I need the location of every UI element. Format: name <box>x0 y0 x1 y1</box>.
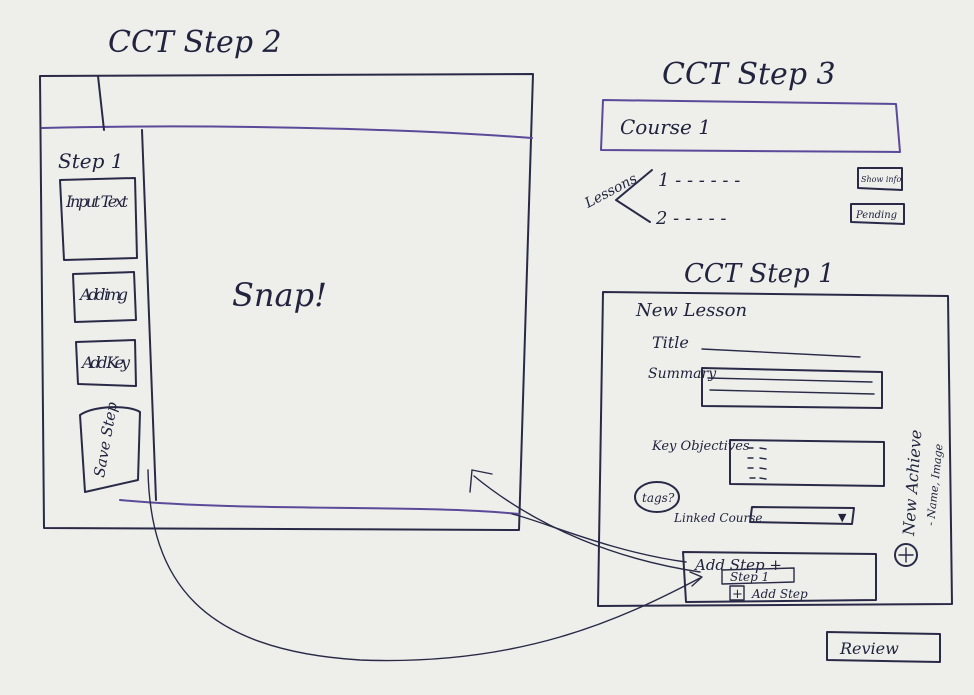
step2-window-frame <box>39 73 534 531</box>
step2-input-text-button[interactable] <box>59 177 138 261</box>
step1-objectives-bullets <box>747 447 767 480</box>
step1-step-item-box[interactable] <box>721 567 795 585</box>
connector-arrowhead-2 <box>469 469 493 493</box>
step3-course-box[interactable] <box>600 99 901 153</box>
step2-canvas-bottom <box>119 499 520 515</box>
step2-input-text-label-1: Input Text <box>65 192 129 211</box>
step3-show-label: Show info <box>861 175 902 184</box>
step1-title: CCT Step 1 <box>684 259 835 289</box>
step3-lessons-label: Lessons <box>581 171 639 212</box>
step1-linked-course-label: Linked Course <box>673 511 763 525</box>
step1-summary-lines <box>707 377 875 395</box>
step1-summary-label: Summary <box>648 366 717 382</box>
connector-arrowhead-1 <box>689 571 703 587</box>
step1-new-achieve-plus-icon <box>898 547 914 563</box>
step2-save-step-button[interactable] <box>79 406 141 493</box>
step3-pending-label: Pending <box>855 210 897 221</box>
step2-save-step-label: Save Step <box>90 400 121 478</box>
step2-title: CCT Step 2 <box>108 25 282 60</box>
step1-tags-circle[interactable] <box>634 481 680 513</box>
step1-add-step-button[interactable]: Add Step <box>751 587 808 601</box>
step2-toolbar-divider <box>41 125 533 139</box>
step1-title-input[interactable] <box>701 348 861 358</box>
step1-dropdown-arrow-icon: ▼ <box>838 511 847 524</box>
step3-title: CCT Step 3 <box>662 57 836 92</box>
step3-show-button[interactable] <box>857 167 903 191</box>
step1-review-button[interactable] <box>826 631 941 663</box>
step2-sidebar-divider <box>141 129 157 501</box>
step2-add-img-button[interactable] <box>72 271 137 323</box>
step1-new-achieve-plus-circle[interactable] <box>894 543 918 567</box>
step2-add-key-button[interactable] <box>75 339 137 387</box>
step2-canvas-label: Snap! <box>232 276 327 314</box>
step2-add-key-label: Add Key <box>80 353 131 372</box>
step1-linked-course-dropdown[interactable] <box>749 506 855 525</box>
connector-step-to-canvas <box>473 475 701 573</box>
step1-plus-box-icon[interactable] <box>729 585 745 601</box>
connector-save-to-step <box>147 469 701 662</box>
step3-lesson-1: 1 - - - - - - <box>658 170 740 191</box>
step1-summary-input[interactable] <box>701 367 883 409</box>
step3-lessons-bracket <box>615 169 653 223</box>
connector-add-step-curve <box>511 513 687 563</box>
step1-review-label: Review <box>839 639 899 658</box>
step1-tags-label: tags? <box>642 491 675 505</box>
step1-heading: New Lesson <box>635 300 747 321</box>
step1-form-frame <box>597 291 953 607</box>
step1-new-achieve-sub: - Name, Image <box>924 443 946 527</box>
step2-add-img-label: Add img <box>78 285 128 304</box>
step1-objectives-input[interactable] <box>729 439 885 487</box>
step1-objectives-label: Key Objectives <box>651 439 750 454</box>
step1-new-achieve-label: New Achieve <box>899 429 925 537</box>
step1-plus-icon: + <box>732 587 743 602</box>
step2-logo-box <box>97 75 105 131</box>
step3-course-label: Course 1 <box>620 115 711 139</box>
step3-lesson-2: 2 - - - - - <box>655 208 726 229</box>
step2-sidebar-label: Step 1 <box>58 149 123 173</box>
step1-step-item: Step 1 <box>730 570 769 584</box>
step1-title-label: Title <box>652 333 689 352</box>
step3-pending-button[interactable] <box>850 203 905 225</box>
